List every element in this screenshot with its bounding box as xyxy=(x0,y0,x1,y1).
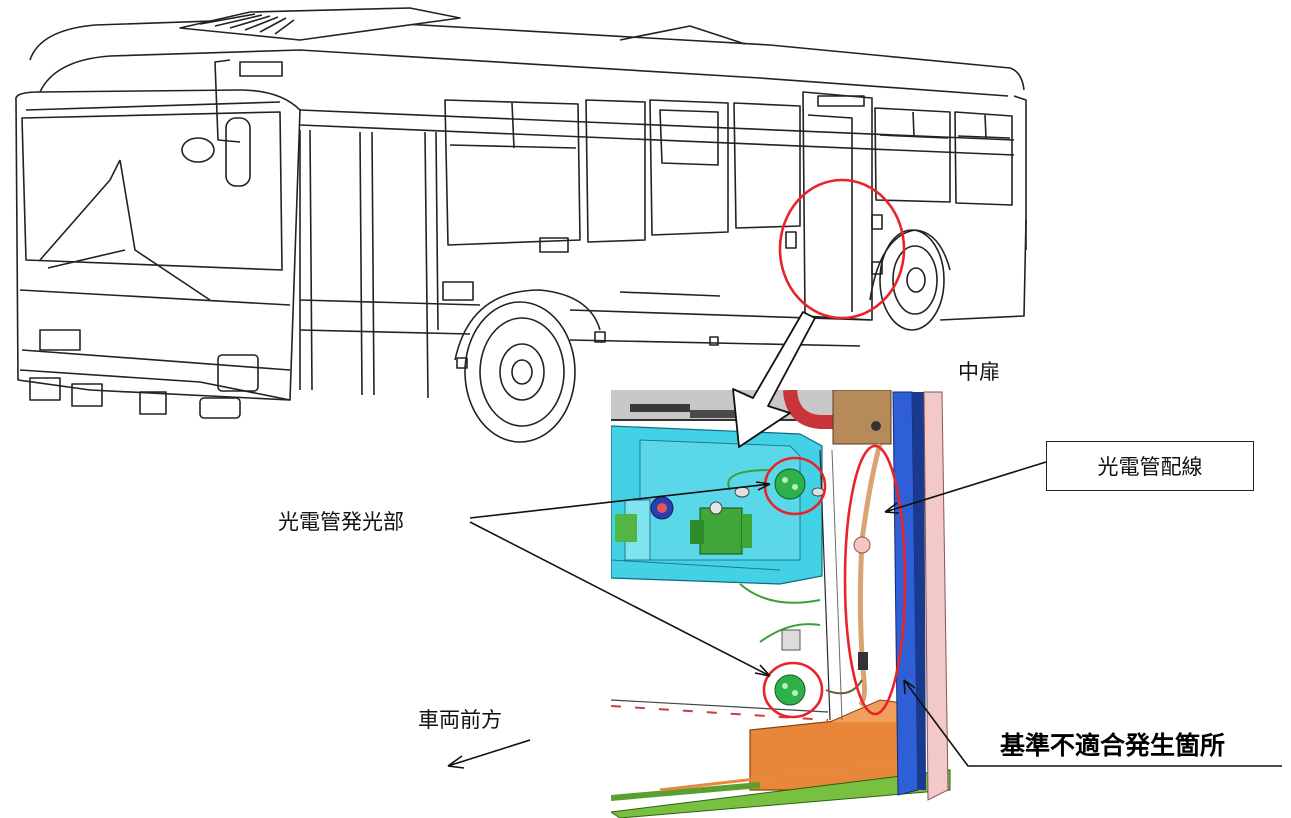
pointer-lines xyxy=(447,461,1282,769)
zoom-callout-arrow xyxy=(732,311,816,448)
vehicle-front-label: 車両前方 xyxy=(418,708,502,732)
emitter-label: 光電管発光部 xyxy=(278,510,404,534)
emitter-lower-callout xyxy=(762,661,824,719)
door-callout-ellipse xyxy=(778,178,906,320)
red-callouts xyxy=(762,178,907,719)
cad-detail-view xyxy=(611,390,951,818)
wiring-callout-ellipse xyxy=(843,444,907,716)
door-label: 中扉 xyxy=(958,360,1000,384)
bus-illustration xyxy=(15,7,1027,443)
nonconformity-label: 基準不適合発生箇所 xyxy=(1000,731,1226,760)
wiring-label: 光電管配線 xyxy=(1097,455,1203,479)
wiring-label-box: 光電管配線 xyxy=(1046,441,1254,491)
